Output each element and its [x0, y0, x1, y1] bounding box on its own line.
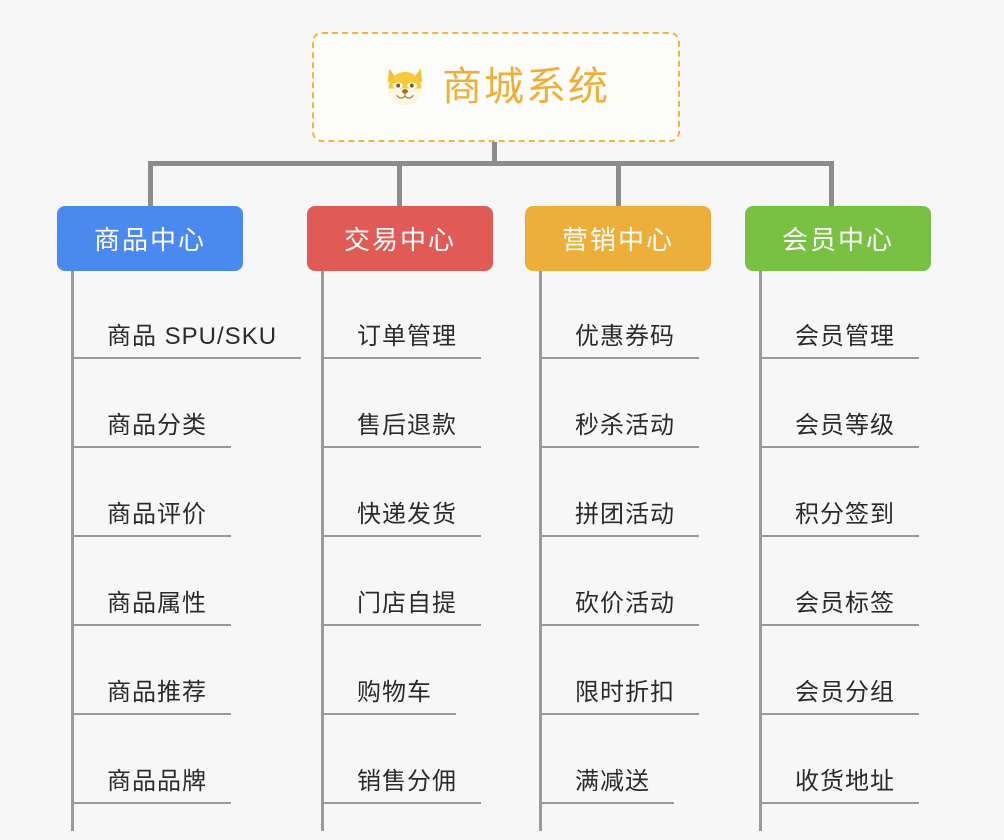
connector-root-vertical	[492, 142, 497, 166]
root-node[interactable]: 商城系统	[312, 32, 680, 142]
list-item[interactable]: 售后退款	[321, 360, 481, 448]
list-item[interactable]: 门店自提	[321, 538, 481, 626]
list-item-label: 快递发货	[321, 494, 481, 537]
list-item-label: 会员等级	[759, 405, 919, 448]
list-item[interactable]: 收货地址	[759, 716, 919, 804]
list-item[interactable]: 会员分组	[759, 627, 919, 715]
column-spine	[71, 271, 74, 831]
list-item[interactable]: 销售分佣	[321, 716, 481, 804]
category-box-1[interactable]: 商品中心	[57, 206, 243, 271]
list-item[interactable]: 限时折扣	[539, 627, 699, 715]
connector-horizontal-bus	[148, 161, 834, 166]
list-item[interactable]: 拼团活动	[539, 449, 699, 537]
connector-drop-1	[148, 161, 153, 206]
list-item-label: 售后退款	[321, 405, 481, 448]
list-item[interactable]: 积分签到	[759, 449, 919, 537]
list-item-label: 收货地址	[759, 761, 919, 804]
list-item-label: 拼团活动	[539, 494, 699, 537]
root-title: 商城系统	[442, 65, 610, 109]
list-item-label: 满减送	[539, 761, 674, 804]
list-item[interactable]: 商品推荐	[71, 627, 231, 715]
list-item[interactable]: 会员等级	[759, 360, 919, 448]
list-item[interactable]: 商品分类	[71, 360, 231, 448]
list-item[interactable]: 快递发货	[321, 449, 481, 537]
category-label: 营销中心	[561, 225, 674, 255]
list-item-label: 销售分佣	[321, 761, 481, 804]
list-item-label: 商品推荐	[71, 672, 231, 715]
list-item-label: 商品分类	[71, 405, 231, 448]
category-box-2[interactable]: 交易中心	[307, 206, 493, 271]
category-box-4[interactable]: 会员中心	[745, 206, 931, 271]
connector-drop-4	[829, 161, 834, 206]
list-item-label: 商品品牌	[71, 761, 231, 804]
list-item-label: 商品 SPU/SKU	[71, 316, 302, 359]
list-item-label: 优惠券码	[539, 316, 699, 359]
list-item-label: 会员标签	[759, 583, 919, 626]
list-item-label: 商品属性	[71, 583, 231, 626]
list-item-label: 门店自提	[321, 583, 481, 626]
list-item[interactable]: 砍价活动	[539, 538, 699, 626]
list-item-label: 会员管理	[759, 316, 919, 359]
list-item[interactable]: 满减送	[539, 716, 674, 804]
list-item[interactable]: 商品品牌	[71, 716, 231, 804]
column-spine	[539, 271, 542, 831]
list-item-label: 砍价活动	[539, 583, 699, 626]
list-item[interactable]: 商品属性	[71, 538, 231, 626]
list-item-label: 购物车	[321, 672, 456, 715]
list-item-label: 商品评价	[71, 494, 231, 537]
list-item-label: 积分签到	[759, 494, 919, 537]
column-spine	[321, 271, 324, 831]
list-item-label: 订单管理	[321, 316, 481, 359]
list-item-label: 秒杀活动	[539, 405, 699, 448]
category-box-3[interactable]: 营销中心	[525, 206, 711, 271]
list-item[interactable]: 会员管理	[759, 271, 919, 359]
column-spine	[759, 271, 762, 831]
category-label: 会员中心	[781, 225, 894, 255]
list-item[interactable]: 购物车	[321, 627, 456, 715]
connector-drop-3	[616, 161, 621, 206]
list-item[interactable]: 商品评价	[71, 449, 231, 537]
list-item[interactable]: 秒杀活动	[539, 360, 699, 448]
category-label: 商品中心	[93, 225, 206, 255]
list-item[interactable]: 商品 SPU/SKU	[71, 271, 302, 359]
list-item-label: 限时折扣	[539, 672, 699, 715]
list-item-label: 会员分组	[759, 672, 919, 715]
category-label: 交易中心	[343, 225, 456, 255]
list-item[interactable]: 优惠券码	[539, 271, 699, 359]
connector-drop-2	[397, 161, 402, 206]
list-item[interactable]: 订单管理	[321, 271, 481, 359]
list-item[interactable]: 会员标签	[759, 538, 919, 626]
shiba-dog-icon	[387, 68, 423, 105]
